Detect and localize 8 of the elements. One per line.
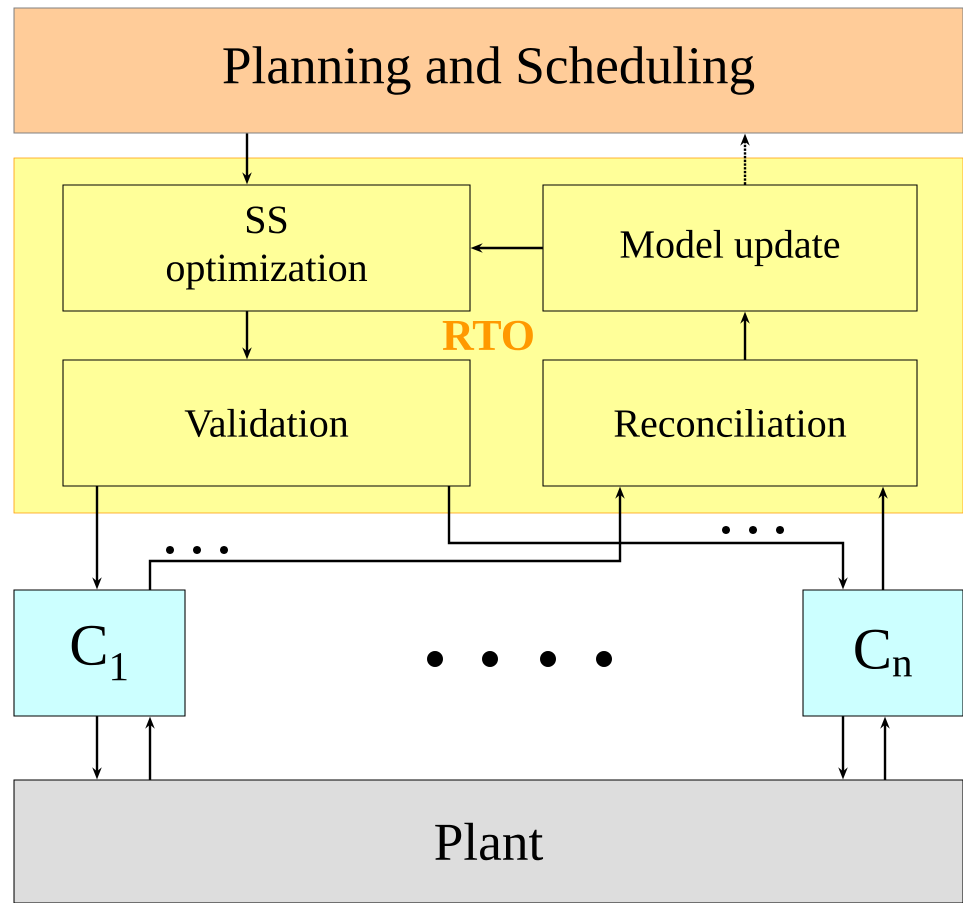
plant-band: Plant <box>13 779 963 903</box>
band: Planning and Scheduling <box>13 7 963 134</box>
process-box: Validation <box>62 359 471 487</box>
process-box: Reconciliation <box>542 359 918 487</box>
process-box: SS optimization <box>62 184 471 312</box>
process-box: Model update <box>542 184 918 312</box>
controller-box: C$_{n}$ <box>802 589 963 717</box>
controller-box: C$_{1}$ <box>13 589 186 717</box>
